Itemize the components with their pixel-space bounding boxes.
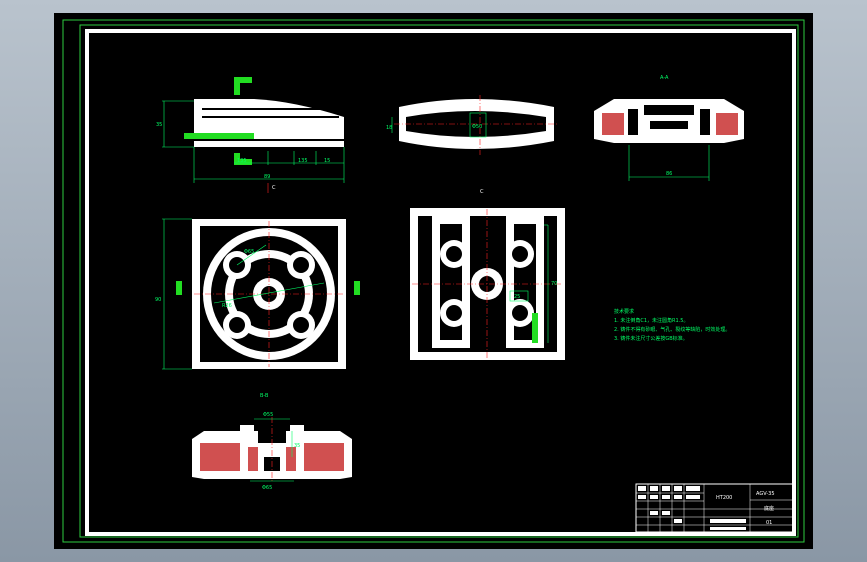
dim-right-height: 70: [551, 281, 557, 287]
outer-frame: [62, 19, 805, 543]
title-block: [635, 483, 795, 533]
dim-front-seg-3: 15: [324, 158, 330, 164]
dim-right-width: 25: [514, 294, 520, 300]
section-b-title: B-B: [260, 393, 269, 399]
title-block-material: HT200: [716, 495, 732, 501]
view-mark-c: C: [480, 189, 484, 195]
notes-heading: 技术要求: [614, 308, 634, 315]
dim-front-seg-2: 135: [298, 158, 308, 164]
dim-front-height: 35: [156, 122, 162, 128]
title-block-drawing-number: AGV-35: [756, 491, 775, 497]
margin-frame: [79, 24, 799, 538]
dim-section-b-top: Φ55: [263, 412, 273, 418]
dim-side-center: Φ50: [472, 124, 482, 130]
section-b-view: [192, 417, 352, 483]
section-a-view: [594, 99, 744, 181]
notes-line-2: 2. 铸件不得有砂眼、气孔、裂纹等缺陷，时效处理。: [614, 326, 730, 333]
dim-section-b-side: 35: [294, 443, 300, 449]
dim-section-a-width: 86: [666, 171, 672, 177]
dim-section-b-bottom: Φ65: [262, 485, 272, 491]
title-block-part-name: 底座: [764, 505, 774, 512]
notes-line-1: 1. 未注倒角C1，未注圆角R1.5。: [614, 317, 688, 324]
technical-notes: 技术要求 1. 未注倒角C1，未注圆角R1.5。 2. 铸件不得有砂眼、气孔、裂…: [614, 308, 730, 342]
drawing-canvas: 35 135 135 15 89 C 18 Φ50 A-A 86: [54, 13, 813, 549]
dim-plan-radius: R26: [222, 303, 232, 309]
section-a-title: A-A: [660, 75, 669, 81]
right-view: [410, 208, 565, 360]
dim-plan-height: 90: [155, 297, 161, 303]
notes-line-3: 3. 铸件未注尺寸公差按GB标准。: [614, 335, 688, 342]
view-mark-front: C: [272, 185, 276, 191]
side-view: [391, 95, 559, 155]
dim-front-total: 89: [264, 174, 270, 180]
dim-plan-diameter: Φ65: [244, 249, 254, 255]
plan-view: [162, 218, 360, 370]
dim-side-height: 18: [386, 125, 392, 131]
cad-drawing: 35 135 135 15 89 C 18 Φ50 A-A 86: [62, 19, 805, 543]
drawing-border: [85, 29, 796, 536]
dim-front-seg-1: 135: [237, 158, 247, 164]
title-block-sheet: 01: [766, 520, 772, 526]
front-view: [162, 77, 345, 193]
